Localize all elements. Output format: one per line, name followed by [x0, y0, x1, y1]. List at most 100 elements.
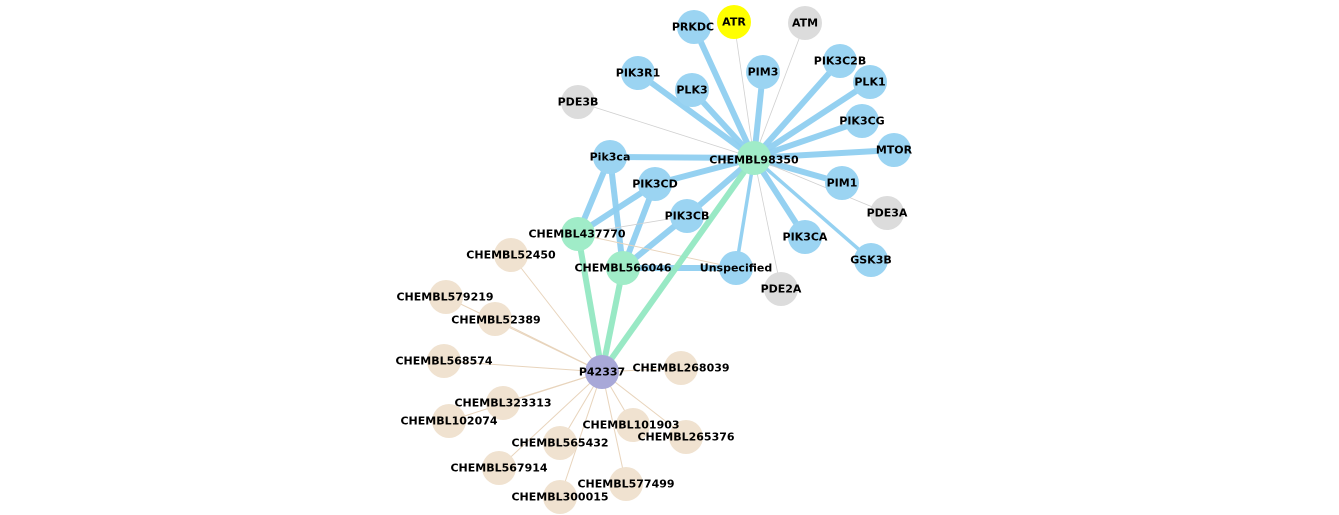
node-label: CHEMBL268039: [632, 362, 729, 375]
edge-CHEMBL98350-ATR: [733, 21, 755, 159]
nodes-layer: [427, 5, 911, 514]
node-label: CHEMBL568574: [395, 355, 492, 368]
edge-CHEMBL98350-P42337: [599, 156, 757, 374]
node-label: PIK3C2B: [814, 55, 866, 68]
edge-CHEMBL98350-PRKDC: [691, 25, 757, 160]
node-circle-chembl98350[interactable]: [737, 141, 771, 175]
node-circle-mtor[interactable]: [877, 133, 911, 167]
node-label: CHEMBL52450: [466, 249, 556, 262]
node-circle-p42337[interactable]: [585, 355, 619, 389]
node-label: CHEMBL98350: [709, 154, 799, 167]
edge-CHEMBL437770-PIK3CB: [577, 215, 688, 235]
node-circle-pim1[interactable]: [825, 166, 859, 200]
node-circle-pik3cb[interactable]: [670, 199, 704, 233]
node-label: CHEMBL101903: [582, 419, 679, 432]
node-circle-plk3[interactable]: [675, 73, 709, 107]
edge-CHEMBL98350-GSK3B: [752, 156, 873, 262]
node-label: PLK1: [854, 76, 885, 89]
edge-P42337-CHEMBL102074: [448, 371, 603, 422]
node-circle-chembl566046[interactable]: [606, 251, 640, 285]
edge-CHEMBL98350-PDE3B: [577, 101, 755, 159]
node-label: PDE2A: [761, 283, 802, 296]
node-circle-atm[interactable]: [788, 6, 822, 40]
node-circle-chembl437770[interactable]: [561, 217, 595, 251]
node-label: CHEMBL565432: [511, 437, 608, 450]
node-circle-pim3[interactable]: [746, 55, 780, 89]
node-circle-chembl323313[interactable]: [486, 386, 520, 420]
edge-CHEMBL98350-MTOR: [753, 147, 895, 161]
edge-CHEMBL98350-PDE2A: [753, 157, 782, 290]
node-circle-unspecified[interactable]: [719, 251, 753, 285]
node-circle-chembl52389[interactable]: [478, 302, 512, 336]
node-circle-chembl565432[interactable]: [543, 426, 577, 460]
edge-P42337-CHEMBL300015: [559, 371, 603, 498]
edge-CHEMBL566046-P42337: [599, 267, 626, 373]
node-circle-pik3cg[interactable]: [845, 104, 879, 138]
node-label: ATM: [792, 17, 818, 30]
edge-P42337-CHEMBL577499: [601, 371, 627, 485]
node-label: PIK3CG: [839, 115, 884, 128]
node-label: PRKDC: [672, 21, 714, 34]
node-label: CHEMBL323313: [454, 397, 551, 410]
node-circle-pde3a[interactable]: [870, 196, 904, 230]
node-circle-chembl300015[interactable]: [543, 480, 577, 514]
edge-CHEMBL98350-Pik3ca: [609, 154, 755, 161]
node-label: CHEMBL567914: [450, 462, 547, 475]
node-circle-chembl268039[interactable]: [664, 351, 698, 385]
node-label: ATR: [722, 16, 746, 29]
node-circle-pde3b[interactable]: [561, 85, 595, 119]
node-label: CHEMBL437770: [528, 228, 625, 241]
edge-CHEMBL98350-PIK3R1: [636, 70, 756, 161]
edge-CHEMBL98350-PIK3CG: [753, 118, 863, 161]
node-label: MTOR: [876, 144, 913, 157]
node-label: CHEMBL265376: [637, 431, 734, 444]
node-circle-pde2a[interactable]: [764, 272, 798, 306]
node-label: PDE3B: [558, 96, 599, 109]
node-label: CHEMBL52389: [451, 314, 540, 327]
edge-CHEMBL98350-PLK1: [752, 79, 872, 161]
node-circle-prkdc[interactable]: [677, 10, 711, 44]
node-circle-pik3ca[interactable]: [788, 220, 822, 254]
node-label: PIM3: [748, 66, 779, 79]
node-circle-plk1[interactable]: [853, 65, 887, 99]
edge-P42337-CHEMBL52450: [510, 254, 603, 373]
edge-CHEMBL98350-ATM: [753, 22, 806, 159]
node-label: CHEMBL102074: [400, 415, 497, 428]
node-label: PIK3R1: [616, 67, 660, 80]
edge-CHEMBL437770-Unspecified: [577, 233, 737, 269]
node-label: PIK3CB: [665, 210, 710, 223]
node-circle-chembl567914[interactable]: [482, 451, 516, 485]
node-label: GSK3B: [850, 254, 892, 267]
node-circle-chembl265376[interactable]: [669, 420, 703, 454]
node-label: Pik3ca: [590, 151, 631, 164]
edge-P42337-CHEMBL568574: [443, 360, 603, 373]
node-label: CHEMBL579219: [396, 291, 493, 304]
node-label: PIK3CD: [632, 178, 678, 191]
edge-CHEMBL98350-PIK3C2B: [751, 59, 843, 160]
node-label: CHEMBL577499: [577, 478, 674, 491]
node-label: Unspecified: [700, 262, 772, 275]
node-label: PDE3A: [867, 207, 908, 220]
node-circle-chembl101903[interactable]: [616, 408, 650, 442]
edge-CHEMBL437770-P42337: [575, 233, 605, 373]
node-label: PIM1: [827, 177, 858, 190]
node-circle-chembl102074[interactable]: [432, 404, 466, 438]
node-circle-pik3ca[interactable]: [593, 140, 627, 174]
node-circle-chembl577499[interactable]: [609, 467, 643, 501]
node-label: P42337: [579, 366, 625, 379]
node-circle-chembl579219[interactable]: [429, 280, 463, 314]
node-circle-pik3cd[interactable]: [638, 167, 672, 201]
edge-CHEMBL98350-PDE3A: [753, 157, 888, 214]
node-circle-pik3r1[interactable]: [621, 56, 655, 90]
node-circle-chembl568574[interactable]: [427, 344, 461, 378]
node-label: CHEMBL300015: [511, 491, 608, 504]
node-circle-gsk3b[interactable]: [854, 243, 888, 277]
node-circle-pik3c2b[interactable]: [823, 44, 857, 78]
node-circle-atr[interactable]: [717, 5, 751, 39]
edge-P42337-CHEMBL567914: [498, 371, 603, 469]
node-circle-chembl52450[interactable]: [494, 238, 528, 272]
edge-CHEMBL98350-Unspecified: [734, 157, 756, 269]
